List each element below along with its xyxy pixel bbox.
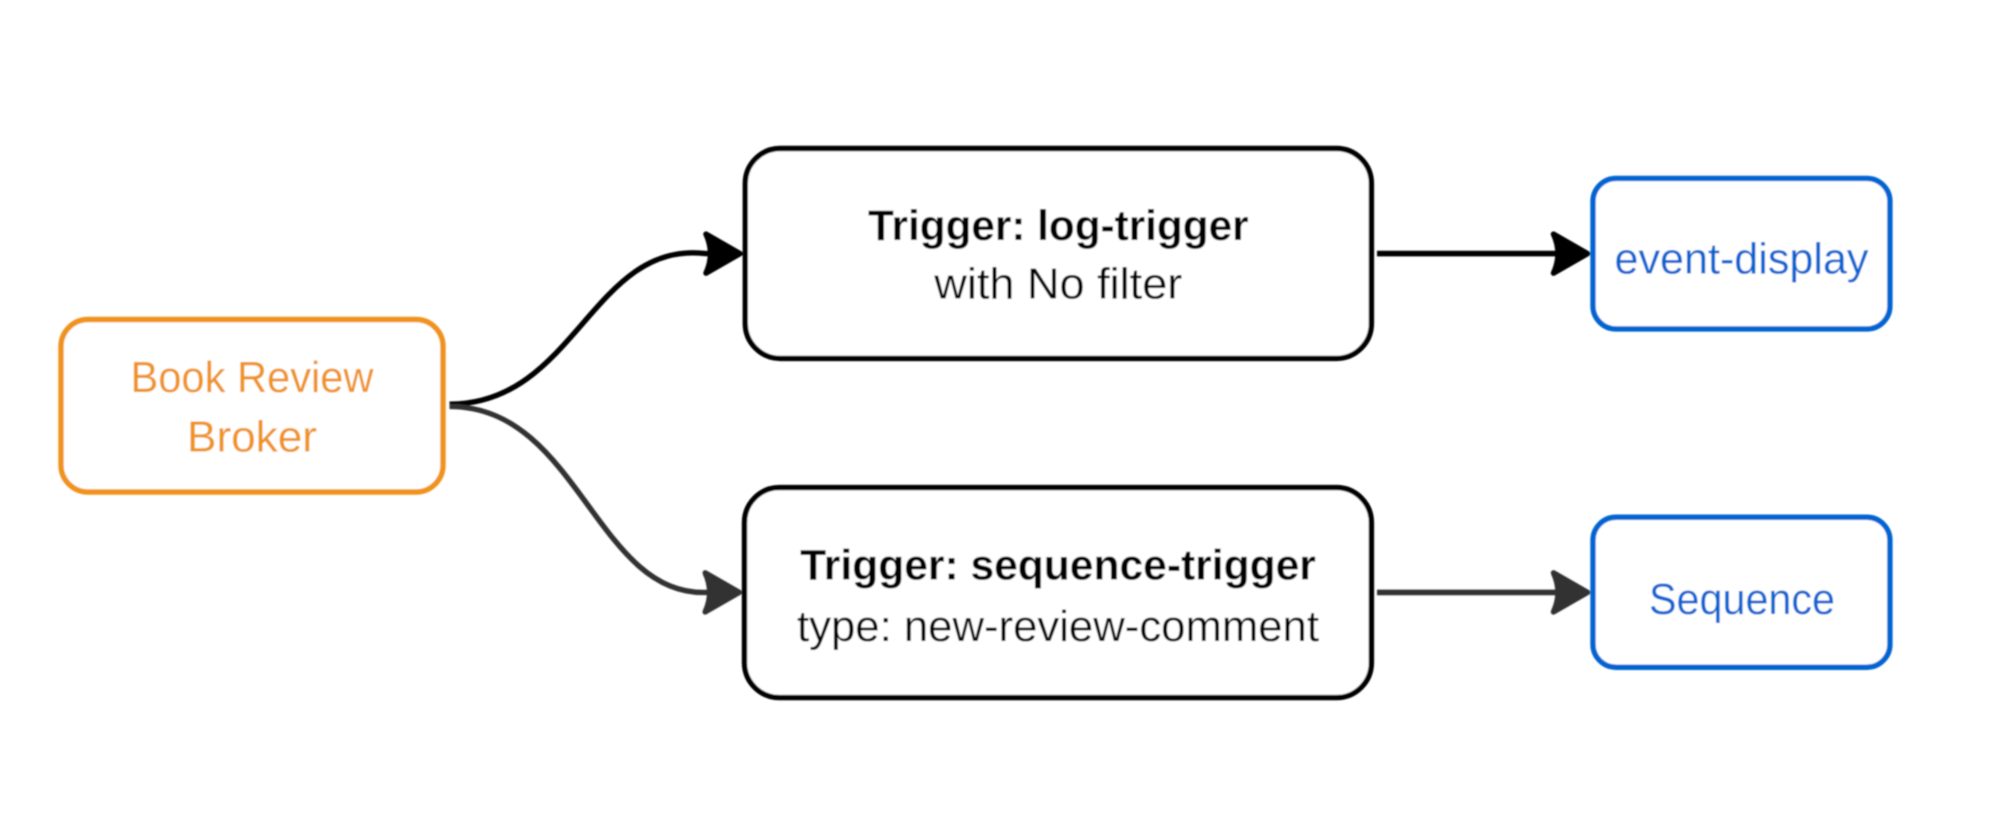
svg-text:with No filter: with No filter — [933, 260, 1182, 309]
svg-text:Book Review: Book Review — [131, 353, 374, 402]
svg-text:Sequence: Sequence — [1649, 575, 1835, 624]
svg-text:Trigger: log-trigger: Trigger: log-trigger — [868, 203, 1249, 250]
svg-text:event-display: event-display — [1615, 234, 1869, 283]
svg-text:type: new-review-comment: type: new-review-comment — [797, 602, 1319, 651]
svg-text:Trigger: sequence-trigger: Trigger: sequence-trigger — [800, 543, 1316, 590]
svg-text:Broker: Broker — [187, 412, 317, 461]
